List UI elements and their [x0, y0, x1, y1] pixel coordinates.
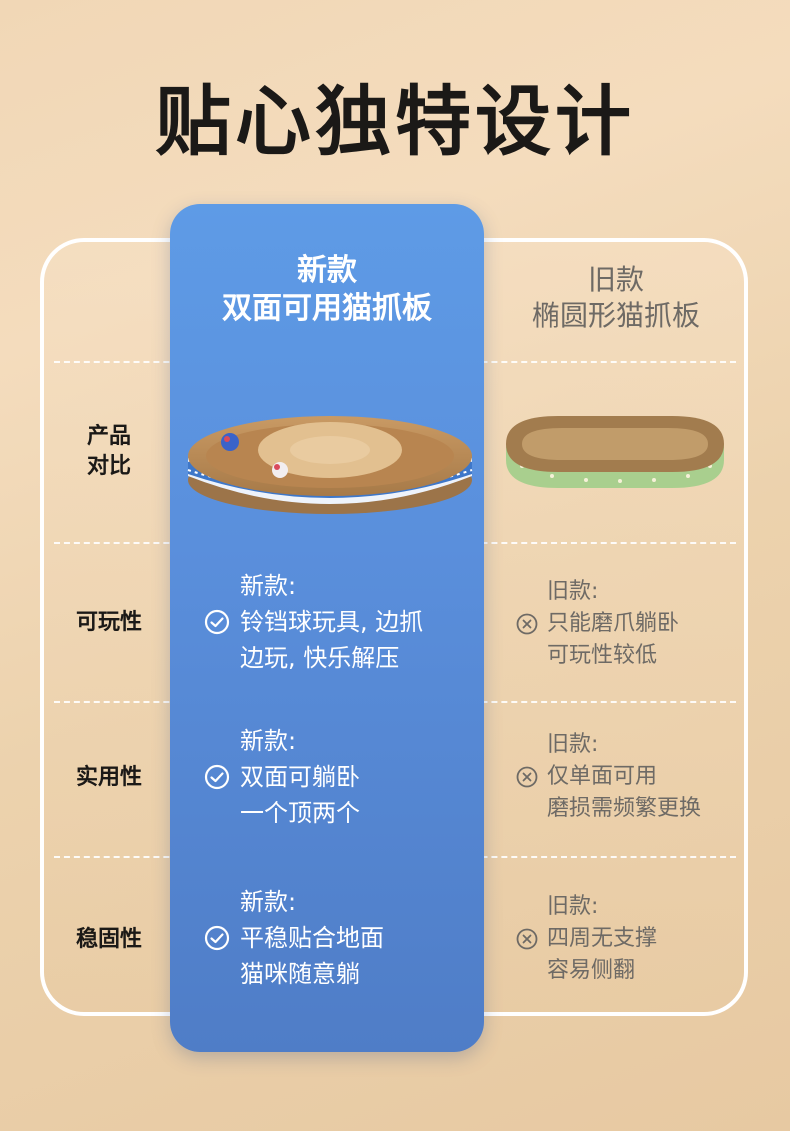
new-playability-line-1: 铃铛球玩具, 边抓 — [240, 608, 424, 636]
x-circle-icon — [516, 766, 538, 788]
new-heading: 新款: — [240, 727, 297, 755]
old-stability-cell: 旧款: 四周无支撑 容易侧翻 — [516, 891, 741, 987]
old-stability-line-2: 容易侧翻 — [547, 958, 636, 983]
old-heading: 旧款: — [547, 732, 599, 757]
old-model-header: 旧款 椭圆形猫抓板 — [484, 262, 748, 334]
old-playability-line-1: 只能磨爪躺卧 — [547, 611, 680, 636]
new-practicality-line-1: 双面可躺卧 — [240, 763, 360, 791]
new-playability-line-2: 边玩, 快乐解压 — [240, 644, 400, 672]
new-stability-line-1: 平稳贴合地面 — [240, 924, 384, 952]
x-circle-icon — [516, 928, 538, 950]
new-playability-cell: 新款: 铃铛球玩具, 边抓 边玩, 快乐解压 — [204, 568, 474, 676]
new-model-header: 新款 双面可用猫抓板 — [170, 252, 484, 328]
new-stability-cell: 新款: 平稳贴合地面 猫咪随意躺 — [204, 884, 474, 992]
page-title: 贴心独特设计 — [155, 77, 635, 166]
new-practicality-line-2: 一个顶两个 — [240, 799, 360, 827]
new-cat-scratcher-image — [187, 416, 473, 514]
check-circle-icon — [204, 764, 230, 790]
new-practicality-cell: 新款: 双面可躺卧 一个顶两个 — [204, 723, 474, 831]
row-label-playability: 可玩性 — [75, 610, 142, 635]
old-playability-line-2: 可玩性较低 — [547, 643, 658, 668]
row-label-practicality: 实用性 — [75, 765, 142, 790]
new-model-title: 新款 — [297, 253, 357, 288]
new-heading: 新款: — [240, 572, 297, 600]
x-circle-icon — [516, 613, 538, 635]
old-playability-cell: 旧款: 只能磨爪躺卧 可玩性较低 — [516, 576, 741, 672]
old-stability-line-1: 四周无支撑 — [547, 926, 658, 951]
old-heading: 旧款: — [547, 894, 599, 919]
new-model-column — [170, 204, 484, 1052]
new-heading: 新款: — [240, 888, 297, 916]
old-model-subtitle: 椭圆形猫抓板 — [531, 299, 700, 332]
old-practicality-line-1: 仅单面可用 — [547, 764, 658, 789]
old-cat-scratcher-image — [506, 416, 724, 488]
row-label-product-compare: 产品 对比 — [86, 424, 131, 479]
check-circle-icon — [204, 609, 230, 635]
new-model-subtitle: 双面可用猫抓板 — [222, 291, 432, 326]
new-stability-line-2: 猫咪随意躺 — [240, 960, 360, 988]
check-circle-icon — [204, 925, 230, 951]
old-practicality-cell: 旧款: 仅单面可用 磨损需频繁更换 — [516, 729, 741, 825]
old-model-title: 旧款 — [587, 263, 644, 296]
old-practicality-line-2: 磨损需频繁更换 — [547, 796, 702, 821]
old-heading: 旧款: — [547, 579, 599, 604]
row-label-stability: 稳固性 — [75, 927, 142, 952]
